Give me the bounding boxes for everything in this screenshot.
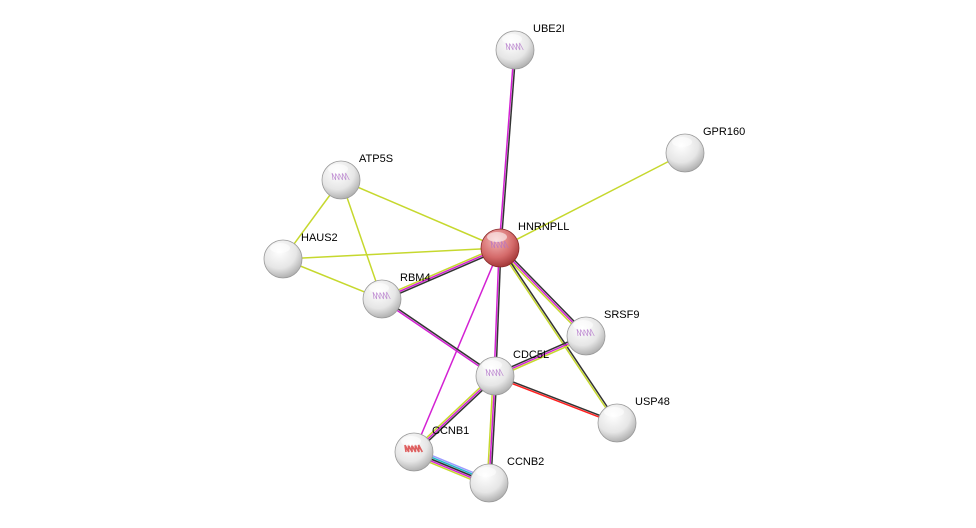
node-highlight — [369, 283, 389, 293]
node-label: RBM4 — [400, 272, 431, 284]
edge-hnrnpll-rbm4[interactable] — [380, 245, 502, 302]
node-label: CCNB2 — [507, 456, 544, 468]
edge-evidence-coexpression — [382, 297, 496, 376]
node-highlight — [482, 360, 502, 370]
node-srsf9[interactable]: SRSF9 — [566, 309, 639, 356]
edge-evidence-coexpression — [500, 50, 517, 249]
edge-hnrnpll-atp5s[interactable] — [340, 179, 501, 249]
node-label: USP48 — [635, 396, 670, 408]
edge-atp5s-rbm4[interactable] — [340, 179, 383, 300]
node-label: SRSF9 — [604, 309, 639, 321]
edge-hnrnpll-srsf9[interactable] — [498, 246, 588, 338]
node-highlight — [502, 34, 522, 44]
node-rbm4[interactable]: RBM4 — [362, 272, 431, 319]
edge-evidence-experiments — [493, 247, 500, 376]
edge-evidence-experiments — [498, 49, 515, 248]
node-atp5s[interactable]: ATP5S — [321, 153, 393, 200]
edge-cdc5l-usp48[interactable] — [494, 374, 618, 425]
edge-hnrnpll-cdc5l[interactable] — [493, 247, 502, 377]
node-label: CCNB1 — [432, 425, 469, 437]
edge-evidence-textmining — [380, 245, 500, 299]
node-highlight — [401, 436, 421, 446]
node-gpr160[interactable]: GPR160 — [665, 126, 745, 173]
edge-hnrnpll-ube2i[interactable] — [498, 49, 517, 249]
edge-evidence-textmining — [499, 152, 686, 249]
edge-hnrnpll-haus2[interactable] — [282, 247, 501, 260]
node-label: CDC5L — [513, 349, 549, 361]
node-highlight — [573, 320, 593, 330]
node-ccnb2[interactable]: CCNB2 — [469, 456, 544, 503]
edge-evidence-fusion — [494, 376, 617, 425]
edge-evidence-textmining — [498, 248, 586, 338]
edge-evidence-experiments — [413, 247, 501, 453]
edge-evidence-textmining — [498, 248, 617, 424]
node-highlight — [476, 467, 496, 477]
edge-rbm4-cdc5l[interactable] — [381, 297, 496, 378]
node-hnrnpll[interactable]: HNRNPLL — [480, 221, 569, 268]
node-highlight — [604, 407, 624, 417]
edge-hnrnpll-gpr160[interactable] — [499, 152, 686, 249]
edge-evidence-experiments — [499, 247, 587, 337]
edge-evidence-textmining — [340, 179, 501, 249]
edge-evidence-coexpression — [500, 246, 588, 336]
node-label: ATP5S — [359, 153, 393, 165]
edge-evidence-coexpression — [382, 248, 502, 302]
edge-hnrnpll-usp48[interactable] — [498, 247, 619, 424]
node-label: HAUS2 — [301, 232, 338, 244]
node-highlight — [270, 243, 290, 253]
edge-hnrnpll-ccnb1[interactable] — [413, 247, 501, 453]
node-ube2i[interactable]: UBE2I — [495, 23, 565, 70]
node-label: UBE2I — [533, 23, 565, 35]
edge-evidence-coexpression — [495, 248, 502, 377]
node-label: HNRNPLL — [518, 221, 569, 233]
node-highlight — [487, 232, 507, 242]
node-highlight — [672, 137, 692, 147]
node-label: GPR160 — [703, 126, 745, 138]
edge-evidence-textmining — [340, 179, 383, 300]
node-cdc5l[interactable]: CDC5L — [475, 349, 549, 396]
edge-evidence-experiments — [381, 299, 495, 378]
edge-evidence-coexpression — [495, 374, 618, 423]
edge-evidence-experiments — [381, 247, 501, 300]
node-ccnb1[interactable]: CCNB1 — [394, 425, 469, 472]
edge-evidence-textmining — [282, 247, 501, 260]
node-highlight — [328, 164, 348, 174]
node-usp48[interactable]: USP48 — [597, 396, 670, 443]
edge-evidence-coexpression — [500, 247, 619, 423]
node-haus2[interactable]: HAUS2 — [263, 232, 338, 279]
